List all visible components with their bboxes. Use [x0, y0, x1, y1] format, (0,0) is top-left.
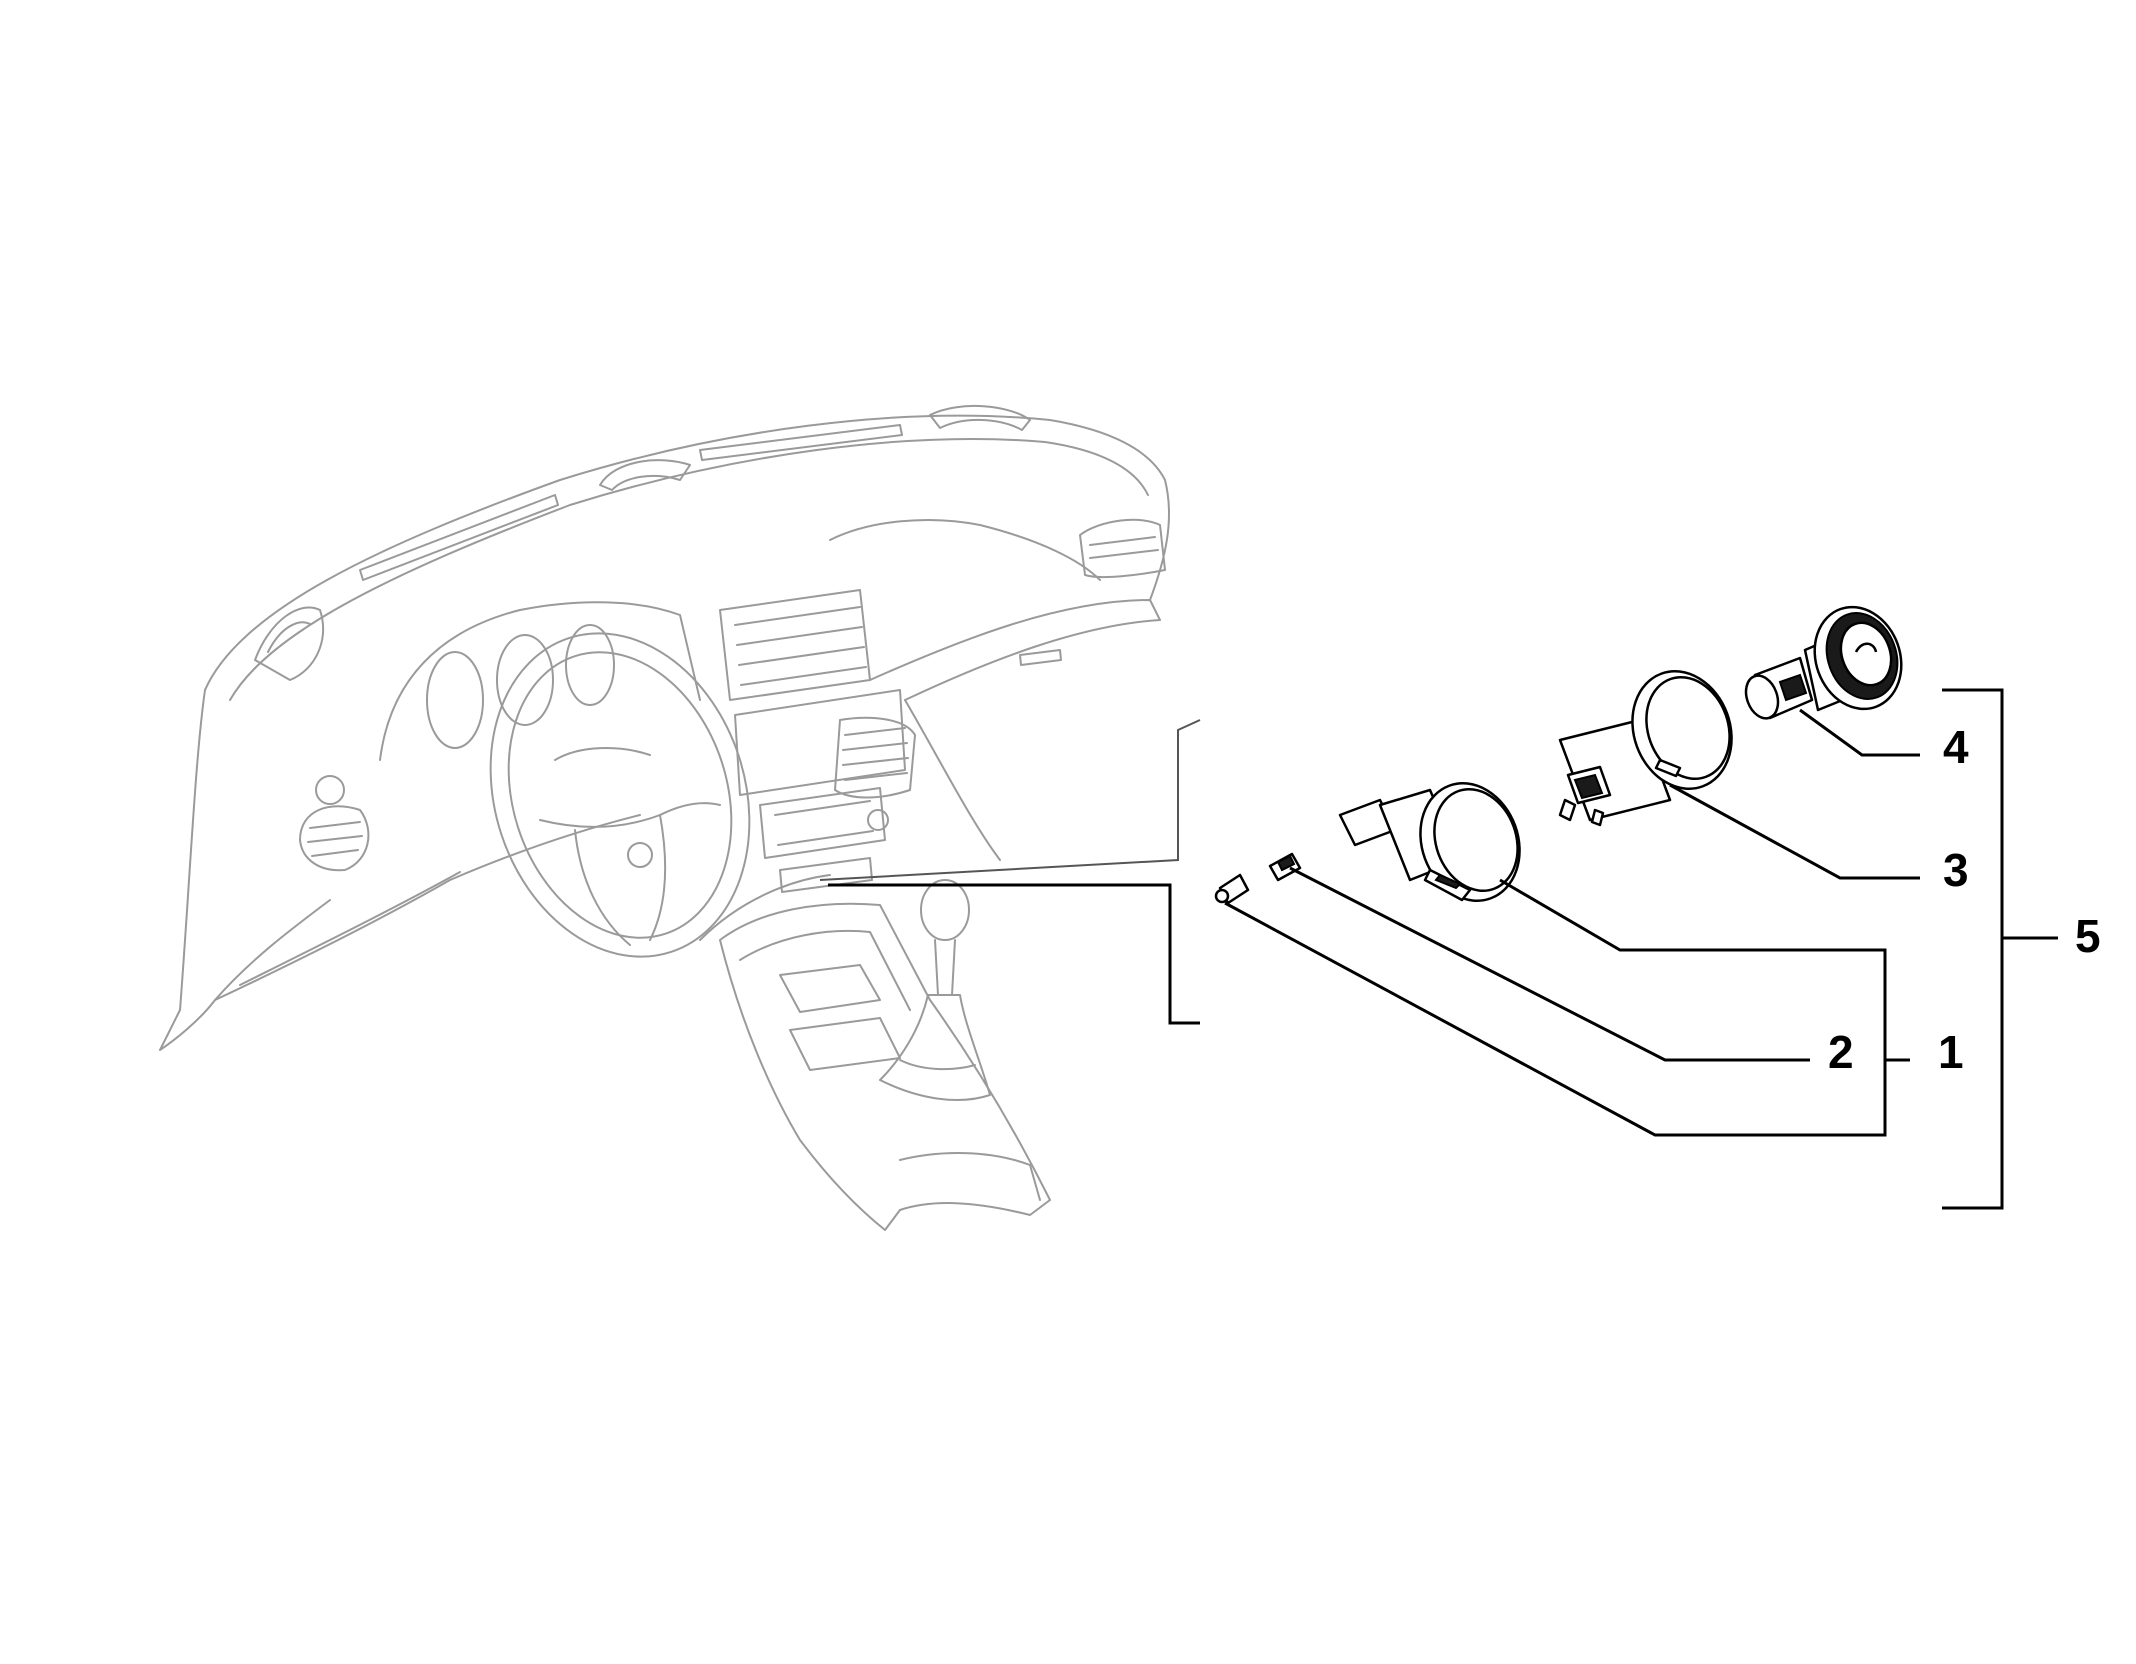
location-leaders [819, 719, 1201, 1025]
callout-1: 1 [1938, 1026, 1964, 1078]
center-stack-slats [734, 606, 867, 686]
part-3-housing [1558, 670, 1733, 827]
gauge-left [426, 651, 484, 749]
defroster-slot-right [699, 424, 903, 461]
callout-4: 4 [1943, 721, 1969, 773]
part-2-lampholder [1214, 852, 1302, 905]
part-1-socket [1338, 782, 1521, 902]
console-inner [739, 929, 911, 1011]
bracket-5 [1942, 688, 2004, 1210]
switch-row [779, 857, 873, 893]
dash-leader-lower [828, 883, 1200, 1025]
leader-2 [1289, 866, 1810, 1062]
stack-knob [867, 809, 889, 831]
passenger-inner-curve [829, 519, 1101, 581]
passenger-vent [1079, 518, 1166, 579]
center-console [719, 902, 1051, 1231]
console-rear [899, 1152, 1041, 1201]
left-vent-inner [267, 621, 311, 653]
console-pocket [789, 1017, 901, 1071]
passenger-lower [904, 699, 1001, 861]
cluster-hood [379, 601, 701, 761]
leader-3 [1669, 783, 1920, 880]
callout-3: 3 [1943, 844, 1969, 896]
lower-dash-left [214, 814, 641, 1001]
dash-underside [699, 874, 831, 941]
dashboard-top-outline [204, 414, 1170, 691]
callout-5: 5 [2075, 910, 2101, 962]
left-vent-outer [254, 606, 325, 681]
callout-2: 2 [1828, 1026, 1854, 1078]
center-stack-right-slats [842, 727, 909, 781]
callout-labels: 4 3 2 1 5 [1828, 721, 2101, 1078]
passenger-vent-slats [1089, 536, 1159, 559]
dashboard-top-inner [229, 438, 1149, 701]
dashboard-illustration [159, 405, 1170, 1231]
leader-1-socket [1499, 878, 1887, 1137]
gauge-right [565, 624, 615, 706]
part-4-lighter-plug [1744, 605, 1903, 720]
left-knob [315, 775, 345, 805]
lower-dash-left-inner [239, 871, 461, 986]
center-stack-panel [734, 689, 906, 796]
top-vent-right [929, 405, 1031, 431]
gauge-center [496, 634, 554, 726]
lower-vent-left-slats [307, 821, 363, 857]
dash-leader-upper [819, 719, 1201, 881]
leader-4 [1799, 708, 1920, 757]
left-side-panel [159, 689, 331, 1051]
glovebox-latch [1019, 649, 1062, 666]
center-stack-right-vent [834, 716, 916, 799]
top-vent-center [599, 459, 691, 491]
leader-1-lampholder [1224, 901, 1885, 1137]
callout-leaders [1224, 688, 2058, 1210]
radio-unit [759, 787, 886, 859]
gear-lever [879, 879, 991, 1101]
steering-wheel [489, 632, 751, 958]
console-tray [779, 964, 881, 1013]
lower-vent-left [299, 805, 370, 872]
radio-buttons [774, 800, 874, 846]
defroster-slot-left [359, 494, 559, 581]
passenger-dash [869, 599, 1161, 701]
